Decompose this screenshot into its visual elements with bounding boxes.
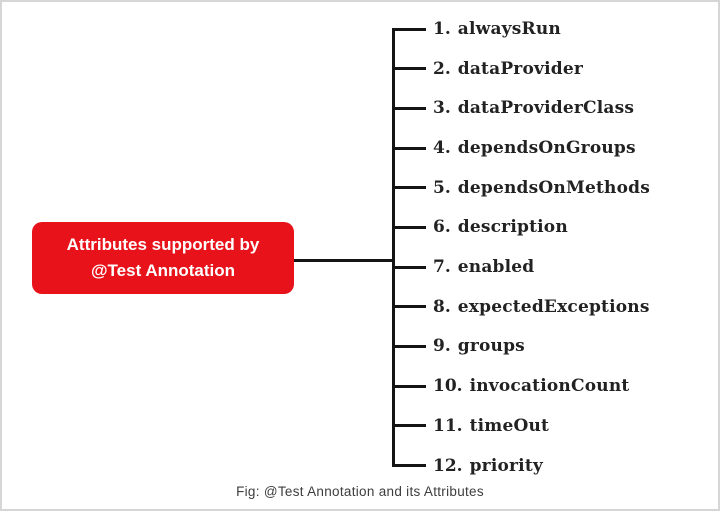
branch-line — [392, 186, 426, 190]
branch-line — [392, 225, 426, 229]
attribute-label: groups — [457, 336, 525, 357]
attribute-number: 2. — [433, 58, 451, 79]
branch-line — [392, 305, 426, 309]
attribute-number: 8. — [433, 296, 451, 317]
branch-line — [392, 67, 426, 71]
attribute-item: 11. timeOut — [392, 414, 549, 438]
attribute-label: description — [457, 217, 568, 238]
attribute-number: 4. — [433, 138, 451, 159]
attribute-label: dataProviderClass — [457, 98, 635, 119]
attribute-label: dataProvider — [457, 58, 583, 79]
attribute-item: 7. enabled — [392, 255, 534, 279]
attribute-number: 10. — [433, 376, 463, 397]
attribute-number: 9. — [433, 336, 451, 357]
branch-line — [392, 146, 426, 150]
attribute-item: 2. dataProvider — [392, 57, 583, 81]
branch-line — [392, 265, 426, 269]
attribute-label: timeOut — [469, 415, 550, 436]
branch-line — [392, 106, 426, 110]
attribute-label: alwaysRun — [457, 19, 561, 39]
attribute-item: 10. invocationCount — [392, 374, 629, 398]
attribute-number: 3. — [433, 98, 451, 119]
branch-line — [392, 344, 426, 348]
attribute-item: 12. priority — [392, 454, 543, 478]
attribute-label: dependsOnMethods — [457, 177, 650, 198]
trunk-line — [392, 28, 395, 467]
attribute-item: 4. dependsOnGroups — [392, 136, 636, 160]
attribute-number: 11. — [433, 415, 463, 436]
branch-line — [392, 464, 426, 467]
attribute-label: expectedExceptions — [457, 296, 650, 317]
attribute-label: dependsOnGroups — [457, 138, 636, 159]
attribute-item: 9. groups — [392, 334, 525, 358]
branch-line — [392, 424, 426, 428]
attribute-number: 7. — [433, 257, 451, 278]
attribute-number: 5. — [433, 177, 451, 198]
attribute-number: 12. — [433, 455, 463, 476]
attribute-item: 8. expectedExceptions — [392, 295, 650, 319]
attribute-label: priority — [469, 455, 543, 476]
attribute-number: 6. — [433, 217, 451, 238]
branch-line — [392, 27, 426, 31]
attribute-label: invocationCount — [469, 376, 630, 397]
attribute-item: 1. alwaysRun — [392, 17, 561, 41]
attribute-item: 5. dependsOnMethods — [392, 176, 650, 200]
root-node-line2: @Test Annotation — [90, 261, 236, 280]
attribute-item: 3. dataProviderClass — [392, 96, 634, 120]
attribute-label: enabled — [457, 257, 535, 278]
root-node-line1: Attributes supported by — [66, 234, 260, 254]
root-node: Attributes supported by @Test Annotation — [32, 222, 294, 294]
figure-caption: Fig: @Test Annotation and its Attributes — [236, 484, 484, 499]
branch-line — [392, 384, 426, 388]
connector-line — [294, 259, 394, 262]
attribute-item: 6. description — [392, 215, 568, 239]
attribute-number: 1. — [433, 19, 451, 39]
